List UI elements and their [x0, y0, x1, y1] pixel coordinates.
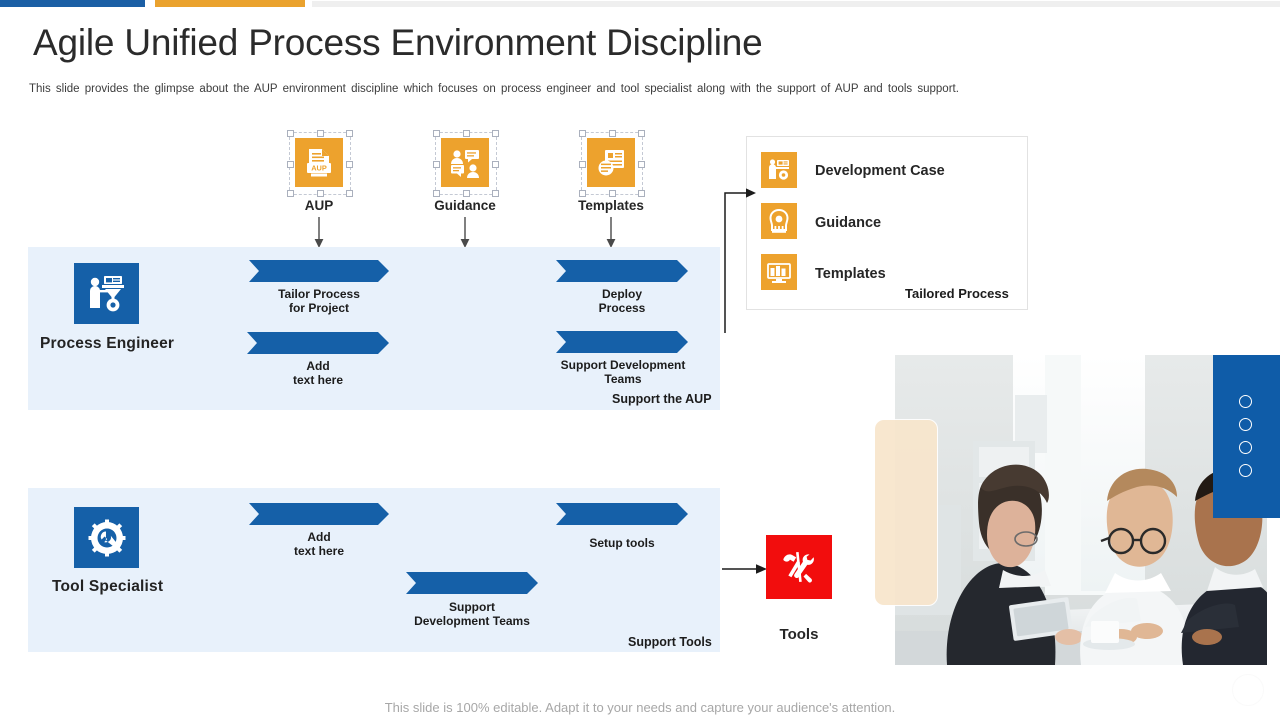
- selection-frame-templates[interactable]: [579, 130, 645, 197]
- chevron-label-line1: Support: [449, 600, 495, 614]
- chevron-label-line2: text here: [293, 544, 345, 558]
- chevron-label-support-dev-teams-ts: Support Development Teams: [396, 600, 548, 628]
- accent-dot: [1239, 464, 1252, 477]
- chevron-label-line2: Teams: [604, 372, 642, 386]
- chevron-deploy-process[interactable]: [556, 260, 688, 282]
- accent-bar-grey: [312, 1, 1280, 7]
- chevron-label-line2: for Project: [288, 301, 349, 315]
- chevron-support-dev-teams-ts[interactable]: [406, 572, 538, 594]
- tailored-process-tag: Tailored Process: [905, 286, 1009, 301]
- photo-cream-accent: [874, 419, 938, 606]
- corner-circle-decoration: [1232, 674, 1264, 706]
- caption-tools: Tools: [779, 626, 819, 643]
- role-label-tool-specialist: Tool Specialist: [52, 578, 164, 595]
- templates-monitor-icon[interactable]: [761, 254, 797, 290]
- band-tag-support-tools: Support Tools: [628, 635, 712, 649]
- accent-dot: [1239, 395, 1252, 408]
- tools-hammer-wrench-icon[interactable]: [766, 535, 832, 599]
- chevron-label-line1: Add: [306, 359, 330, 373]
- templates-icon[interactable]: [587, 138, 635, 187]
- selection-frame-guidance[interactable]: [433, 130, 499, 197]
- guidance-people-icon[interactable]: [441, 138, 489, 187]
- chevron-label-line1: Add: [307, 530, 331, 544]
- page-title: Agile Unified Process Environment Discip…: [33, 22, 763, 63]
- chevron-label-line1: Setup tools: [589, 536, 655, 550]
- chevron-label-line1: Tailor Process: [278, 287, 360, 301]
- photo-accent-panel: [1213, 355, 1280, 518]
- arrow-down-aup: [314, 217, 324, 248]
- chevron-label-line2: Process: [598, 301, 646, 315]
- chevron-label-add-text-here-pe: Add text here: [247, 359, 389, 387]
- caption-templates: Templates: [578, 198, 644, 213]
- accent-dot: [1239, 418, 1252, 431]
- meeting-photo: [895, 355, 1267, 665]
- selection-frame-aup[interactable]: [287, 130, 353, 197]
- footer-note: This slide is 100% editable. Adapt it to…: [384, 700, 896, 715]
- connector-to-tailored-process: [724, 188, 756, 333]
- svg-text:AUP: AUP: [311, 163, 327, 172]
- arrow-down-templates: [606, 217, 616, 248]
- caption-guidance: Guidance: [434, 198, 496, 213]
- panel-label-templates: Templates: [815, 266, 886, 282]
- page-subtitle: This slide provides the glimpse about th…: [29, 83, 959, 95]
- chevron-label-line2: text here: [292, 373, 344, 387]
- panel-label-guidance: Guidance: [815, 215, 882, 231]
- band-tag-support-the-aup: Support the AUP: [612, 392, 712, 406]
- development-case-icon[interactable]: [761, 152, 797, 188]
- chevron-label-add-text-here-ts: Add text here: [249, 530, 389, 558]
- tool-specialist-icon[interactable]: [74, 507, 139, 568]
- chevron-label-setup-tools: Setup tools: [556, 536, 688, 550]
- accent-dot: [1239, 441, 1252, 454]
- arrow-down-guidance: [460, 217, 470, 248]
- arrow-to-tools: [722, 564, 767, 574]
- chevron-label-line1: Support Development: [560, 358, 686, 372]
- chevron-add-text-here-pe[interactable]: [247, 332, 389, 354]
- chevron-label-tailor-process: Tailor Process for Project: [249, 287, 389, 315]
- accent-bar-blue: [0, 0, 145, 7]
- guidance-head-icon[interactable]: [761, 203, 797, 239]
- caption-aup: AUP: [304, 198, 334, 213]
- chevron-label-support-dev-teams-pe: Support Development Teams: [545, 358, 701, 386]
- chevron-tailor-process[interactable]: [249, 260, 389, 282]
- chevron-label-line1: Deploy: [601, 287, 642, 301]
- aup-document-icon[interactable]: AUP: [295, 138, 343, 187]
- chevron-add-text-here-ts[interactable]: [249, 503, 389, 525]
- chevron-label-deploy-process: Deploy Process: [556, 287, 688, 315]
- process-engineer-icon[interactable]: [74, 263, 139, 324]
- panel-label-development-case: Development Case: [815, 163, 945, 179]
- chevron-label-line2: Development Teams: [414, 614, 530, 628]
- role-label-process-engineer: Process Engineer: [40, 335, 175, 352]
- chevron-setup-tools[interactable]: [556, 503, 688, 525]
- accent-bar-orange: [155, 0, 305, 7]
- chevron-support-dev-teams-pe[interactable]: [556, 331, 688, 353]
